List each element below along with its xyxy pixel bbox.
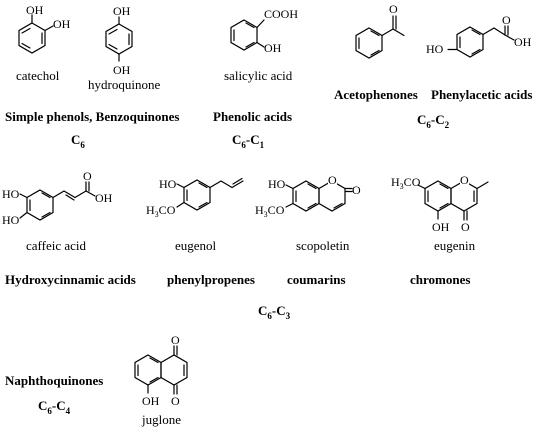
- eugenol-label: eugenol: [175, 238, 217, 253]
- skeleton-c6-c1: C6-C1: [232, 132, 265, 150]
- scopoletin-och3: H3CO: [255, 203, 285, 219]
- eugenin-oh: OH: [432, 220, 450, 234]
- class-chromones: chromones: [410, 272, 470, 287]
- scopoletin-ho: HO: [268, 177, 286, 191]
- skeleton-c6-c2: C6-C2: [417, 112, 450, 130]
- phenylacetic-o: O: [502, 13, 511, 27]
- caffeic-ho-lower: HO: [2, 213, 20, 227]
- eugenin-structure: O O OH H3CO: [391, 173, 489, 234]
- juglone-o-top: O: [171, 333, 180, 347]
- eugenol-structure: HO H3CO: [146, 177, 244, 219]
- skeleton-c6-c4: C6-C4: [38, 398, 71, 416]
- skeleton-c6-c3: C6-C3: [258, 303, 291, 321]
- phenylacetic-ho: HO: [426, 42, 444, 56]
- skeleton-c6: C6: [71, 132, 85, 150]
- eugenin-och3: H3CO: [391, 175, 421, 191]
- hydroquinone-oh-bottom: OH: [113, 63, 131, 77]
- catechol-label: catechol: [16, 68, 60, 83]
- eugenol-och3: H3CO: [146, 203, 176, 219]
- class-phenylacetic-acids: Phenylacetic acids: [431, 87, 532, 102]
- class-simple-phenols: Simple phenols, Benzoquinones: [5, 109, 179, 124]
- eugenin-label: eugenin: [434, 238, 476, 253]
- catechol-structure: OH OH: [18, 3, 71, 54]
- hydroquinone-label: hydroquinone: [88, 77, 160, 92]
- catechol-oh-top: OH: [26, 3, 44, 17]
- hydroquinone-oh-top: OH: [113, 4, 131, 18]
- salicylic-oh: OH: [264, 41, 282, 55]
- eugenin-carbonyl-o: O: [461, 220, 470, 234]
- eugenol-ho: HO: [159, 177, 177, 191]
- juglone-oh: OH: [142, 394, 160, 408]
- hydroquinone-structure: OH OH: [105, 4, 133, 77]
- salicylic-acid-label: salicylic acid: [224, 68, 293, 83]
- juglone-structure: O O OH: [134, 333, 188, 408]
- class-phenylpropenes: phenylpropenes: [167, 272, 255, 287]
- class-naphthoquinones: Naphthoquinones: [5, 373, 103, 388]
- catechol-oh-right: OH: [53, 17, 71, 31]
- class-acetophenones: Acetophenones: [334, 87, 418, 102]
- scopoletin-carbonyl-o: O: [352, 183, 361, 197]
- phenylacetic-oh: OH: [514, 35, 532, 49]
- caffeic-ho-upper: HO: [2, 187, 20, 201]
- class-phenolic-acids: Phenolic acids: [213, 109, 292, 124]
- juglone-o-bottom: O: [171, 394, 180, 408]
- scopoletin-ring-o: O: [328, 173, 337, 187]
- scopoletin-structure: O O HO H3CO: [255, 173, 361, 219]
- class-coumarins: coumarins: [287, 272, 346, 287]
- caffeic-acid-structure: HO HO O OH: [2, 169, 113, 227]
- eugenin-ring-o: O: [460, 173, 469, 187]
- caffeic-o: O: [83, 169, 92, 183]
- caffeic-oh: OH: [95, 191, 113, 205]
- class-hydroxycinnamic-acids: Hydroxycinnamic acids: [5, 272, 136, 287]
- salicylic-cooh: COOH: [264, 7, 298, 21]
- acetophenone-o: O: [389, 2, 398, 16]
- salicylic-acid-structure: COOH OH: [230, 7, 298, 55]
- juglone-label: juglone: [141, 412, 181, 427]
- caffeic-acid-label: caffeic acid: [26, 238, 87, 253]
- phenylacetic-acid-structure: HO O OH: [426, 13, 532, 58]
- scopoletin-label: scopoletin: [296, 238, 350, 253]
- acetophenone-structure: O: [355, 2, 405, 59]
